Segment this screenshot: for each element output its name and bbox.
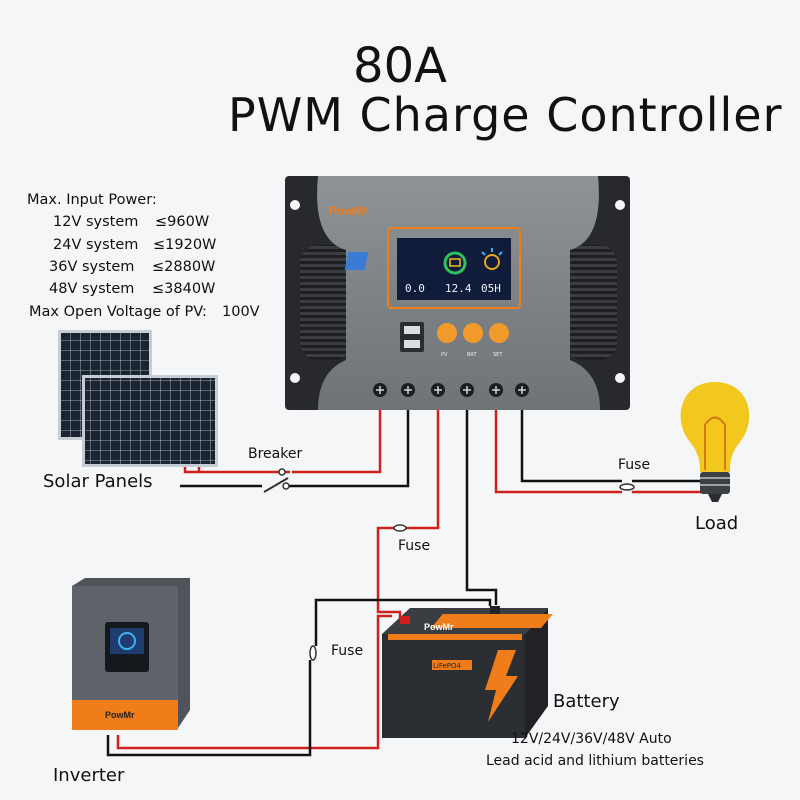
load-label: Load [695, 513, 739, 534]
load-negative-wire [520, 395, 708, 483]
set-button[interactable] [489, 323, 509, 343]
breaker-negative-wire [288, 395, 410, 488]
fuse-symbol-load [619, 483, 635, 491]
screen-battery-value: 12.4 [445, 282, 472, 295]
battery-voltages-label: 12V/24V/36V/48V Auto [511, 731, 672, 747]
spec-row-12v-power: ≤960W [155, 214, 210, 230]
button-label-pv: PV [441, 352, 448, 358]
fuse-symbol-inverter [309, 645, 317, 661]
breaker-symbol [263, 468, 290, 493]
solar-panels-label: Solar Panels [43, 471, 153, 492]
title-line-1: 80A [353, 38, 447, 94]
spec-row-36v-power: ≤2880W [152, 259, 216, 275]
battery-brand: PowMr [424, 622, 454, 632]
spec-row-48v-system: 48V system [49, 281, 135, 297]
fuse-symbol-battery [393, 524, 407, 532]
battery-unit [382, 606, 553, 738]
battery-label: Battery [553, 691, 620, 712]
breaker-label: Breaker [248, 446, 303, 462]
inverter-unit [72, 578, 190, 730]
button-label-bat: BAT [467, 352, 477, 358]
pv-button[interactable] [437, 323, 457, 343]
screen-pv-value: 0.0 [405, 282, 425, 295]
bat-button[interactable] [463, 323, 483, 343]
inverter-label: Inverter [53, 765, 125, 786]
fuse-load-label: Fuse [618, 457, 651, 473]
inverter-positive-wire [116, 614, 392, 750]
spec-voc-label: Max Open Voltage of PV: [29, 304, 207, 320]
battery-chemistry: LiFePO4 [433, 662, 462, 670]
breaker-positive-wire [292, 395, 382, 474]
spec-voc-value: 100V [222, 304, 260, 320]
inverter-brand: PowMr [105, 710, 135, 720]
spec-row-48v-power: ≤3840W [152, 281, 216, 297]
solar-panel-front [82, 375, 218, 467]
spec-row-24v-system: 24V system [53, 237, 139, 253]
button-label-set: SET [493, 352, 503, 358]
screen-load-value: 05H [481, 282, 501, 295]
controller-brand: PowMr [329, 204, 369, 218]
spec-row-36v-system: 36V system [49, 259, 135, 275]
specs-heading: Max. Input Power: [27, 192, 157, 208]
fuse-inverter-label: Fuse [331, 643, 364, 659]
title-line-2: PWM Charge Controller [228, 88, 783, 142]
spec-row-24v-power: ≤1920W [153, 237, 217, 253]
fuse-battery-label: Fuse [398, 538, 431, 554]
battery-negative-wire [465, 395, 498, 605]
light-bulb [680, 382, 750, 502]
load-positive-wire [494, 395, 708, 494]
spec-row-12v-system: 12V system [53, 214, 139, 230]
battery-types-label: Lead acid and lithium batteries [486, 753, 704, 769]
charge-controller [285, 176, 630, 410]
inverter-negative-wire [106, 598, 492, 757]
